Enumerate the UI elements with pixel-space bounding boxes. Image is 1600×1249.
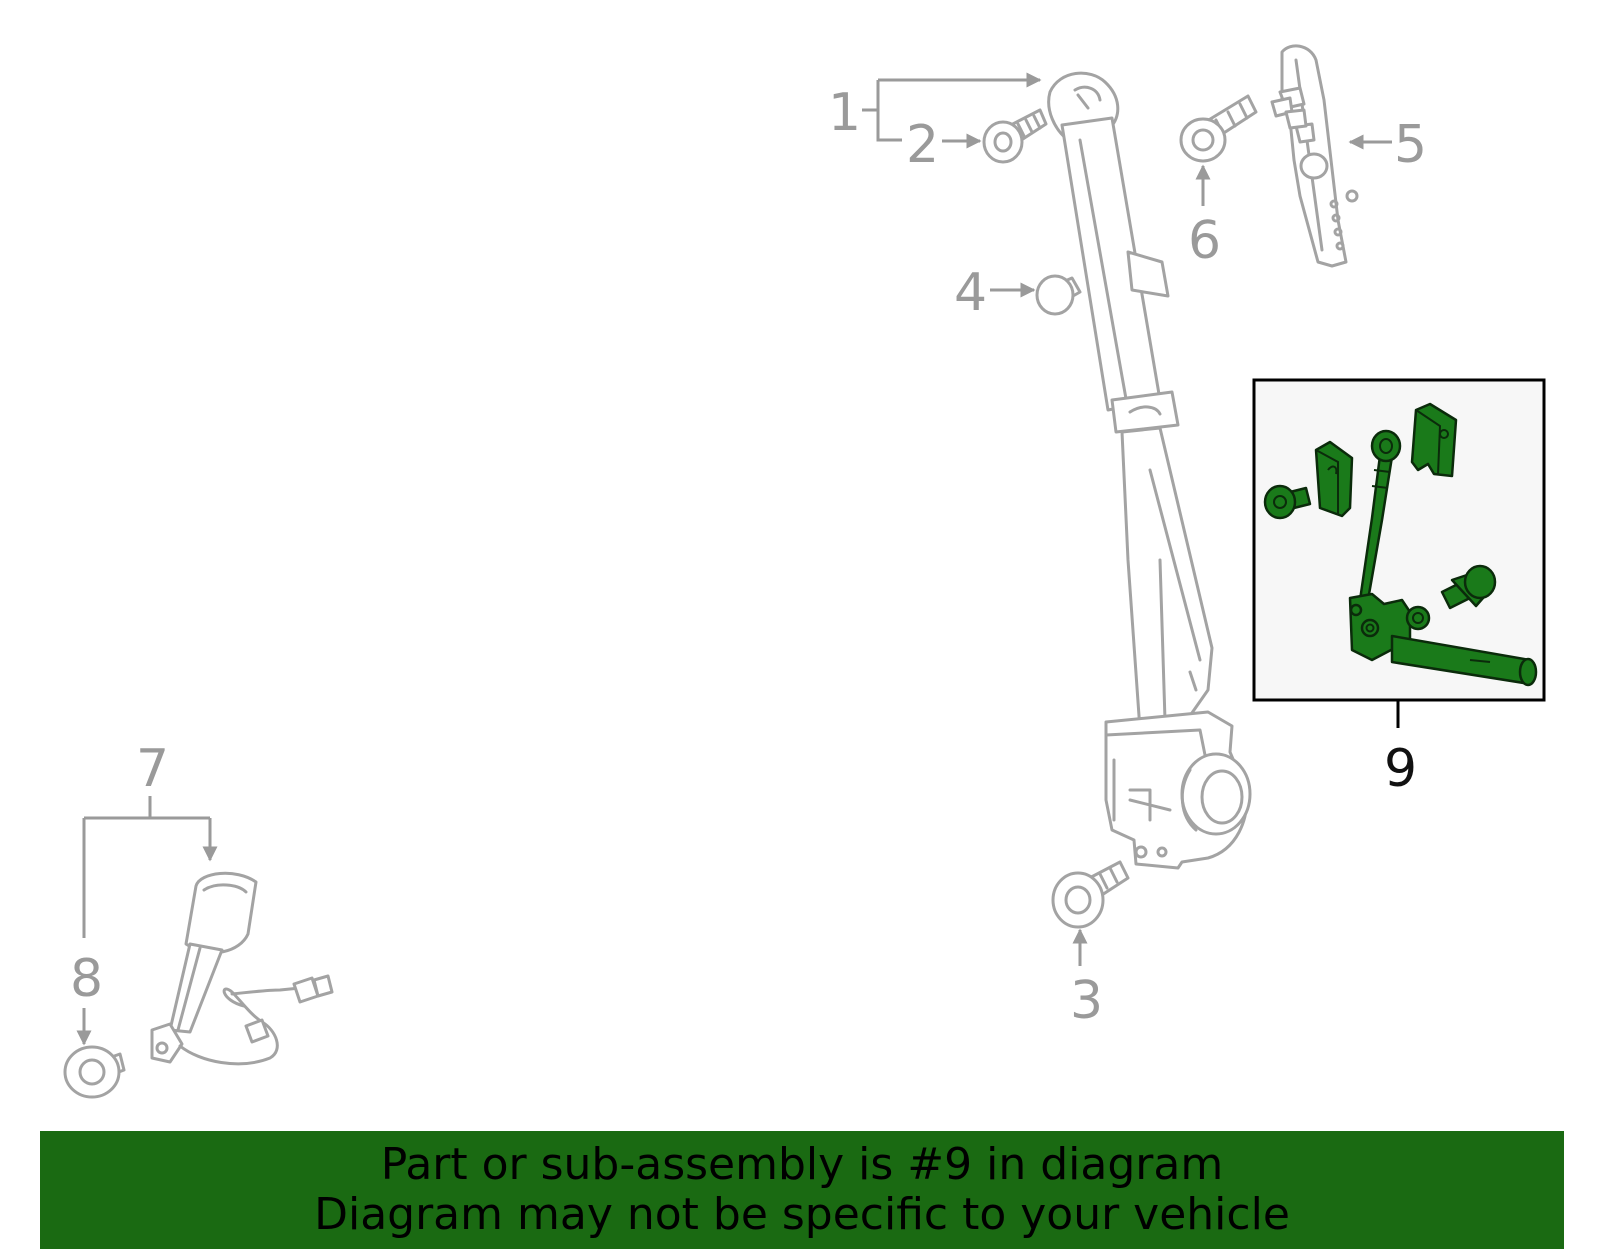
buckle-assembly-part-7[interactable] — [150, 871, 334, 1066]
clip-part-4[interactable] — [1035, 274, 1082, 316]
callout-4-label: 4 — [954, 263, 987, 323]
callout-7-leader — [82, 796, 218, 938]
callout-1-leader — [862, 72, 1042, 142]
callout-5-label: 5 — [1394, 115, 1427, 175]
callout-3-label: 3 — [1070, 971, 1103, 1031]
callout-6-label: 6 — [1188, 211, 1221, 271]
banner-vehicle-disclaimer: Diagram may not be specific to your vehi… — [314, 1189, 1290, 1240]
bolt-part-8[interactable] — [63, 1045, 126, 1099]
info-banner: Part or sub-assembly is #9 in diagram Di… — [40, 1131, 1564, 1249]
bolt-part-2[interactable] — [982, 108, 1048, 164]
banner-part-notice: Part or sub-assembly is #9 in diagram — [380, 1139, 1224, 1190]
height-adjuster-kit-part-9[interactable] — [1263, 402, 1538, 687]
callout-2-label: 2 — [906, 115, 939, 175]
bolt-part-6[interactable] — [1179, 94, 1258, 163]
callout-8-label: 8 — [70, 949, 103, 1009]
bolt-part-3[interactable] — [1051, 860, 1130, 929]
height-adjuster-rail-part-5[interactable] — [1270, 44, 1359, 268]
callout-1-label: 1 — [828, 83, 861, 143]
seat-belt-assembly-part-1[interactable] — [1047, 71, 1252, 870]
callout-7-label: 7 — [136, 739, 169, 799]
callout-9-label: 9 — [1384, 739, 1417, 799]
